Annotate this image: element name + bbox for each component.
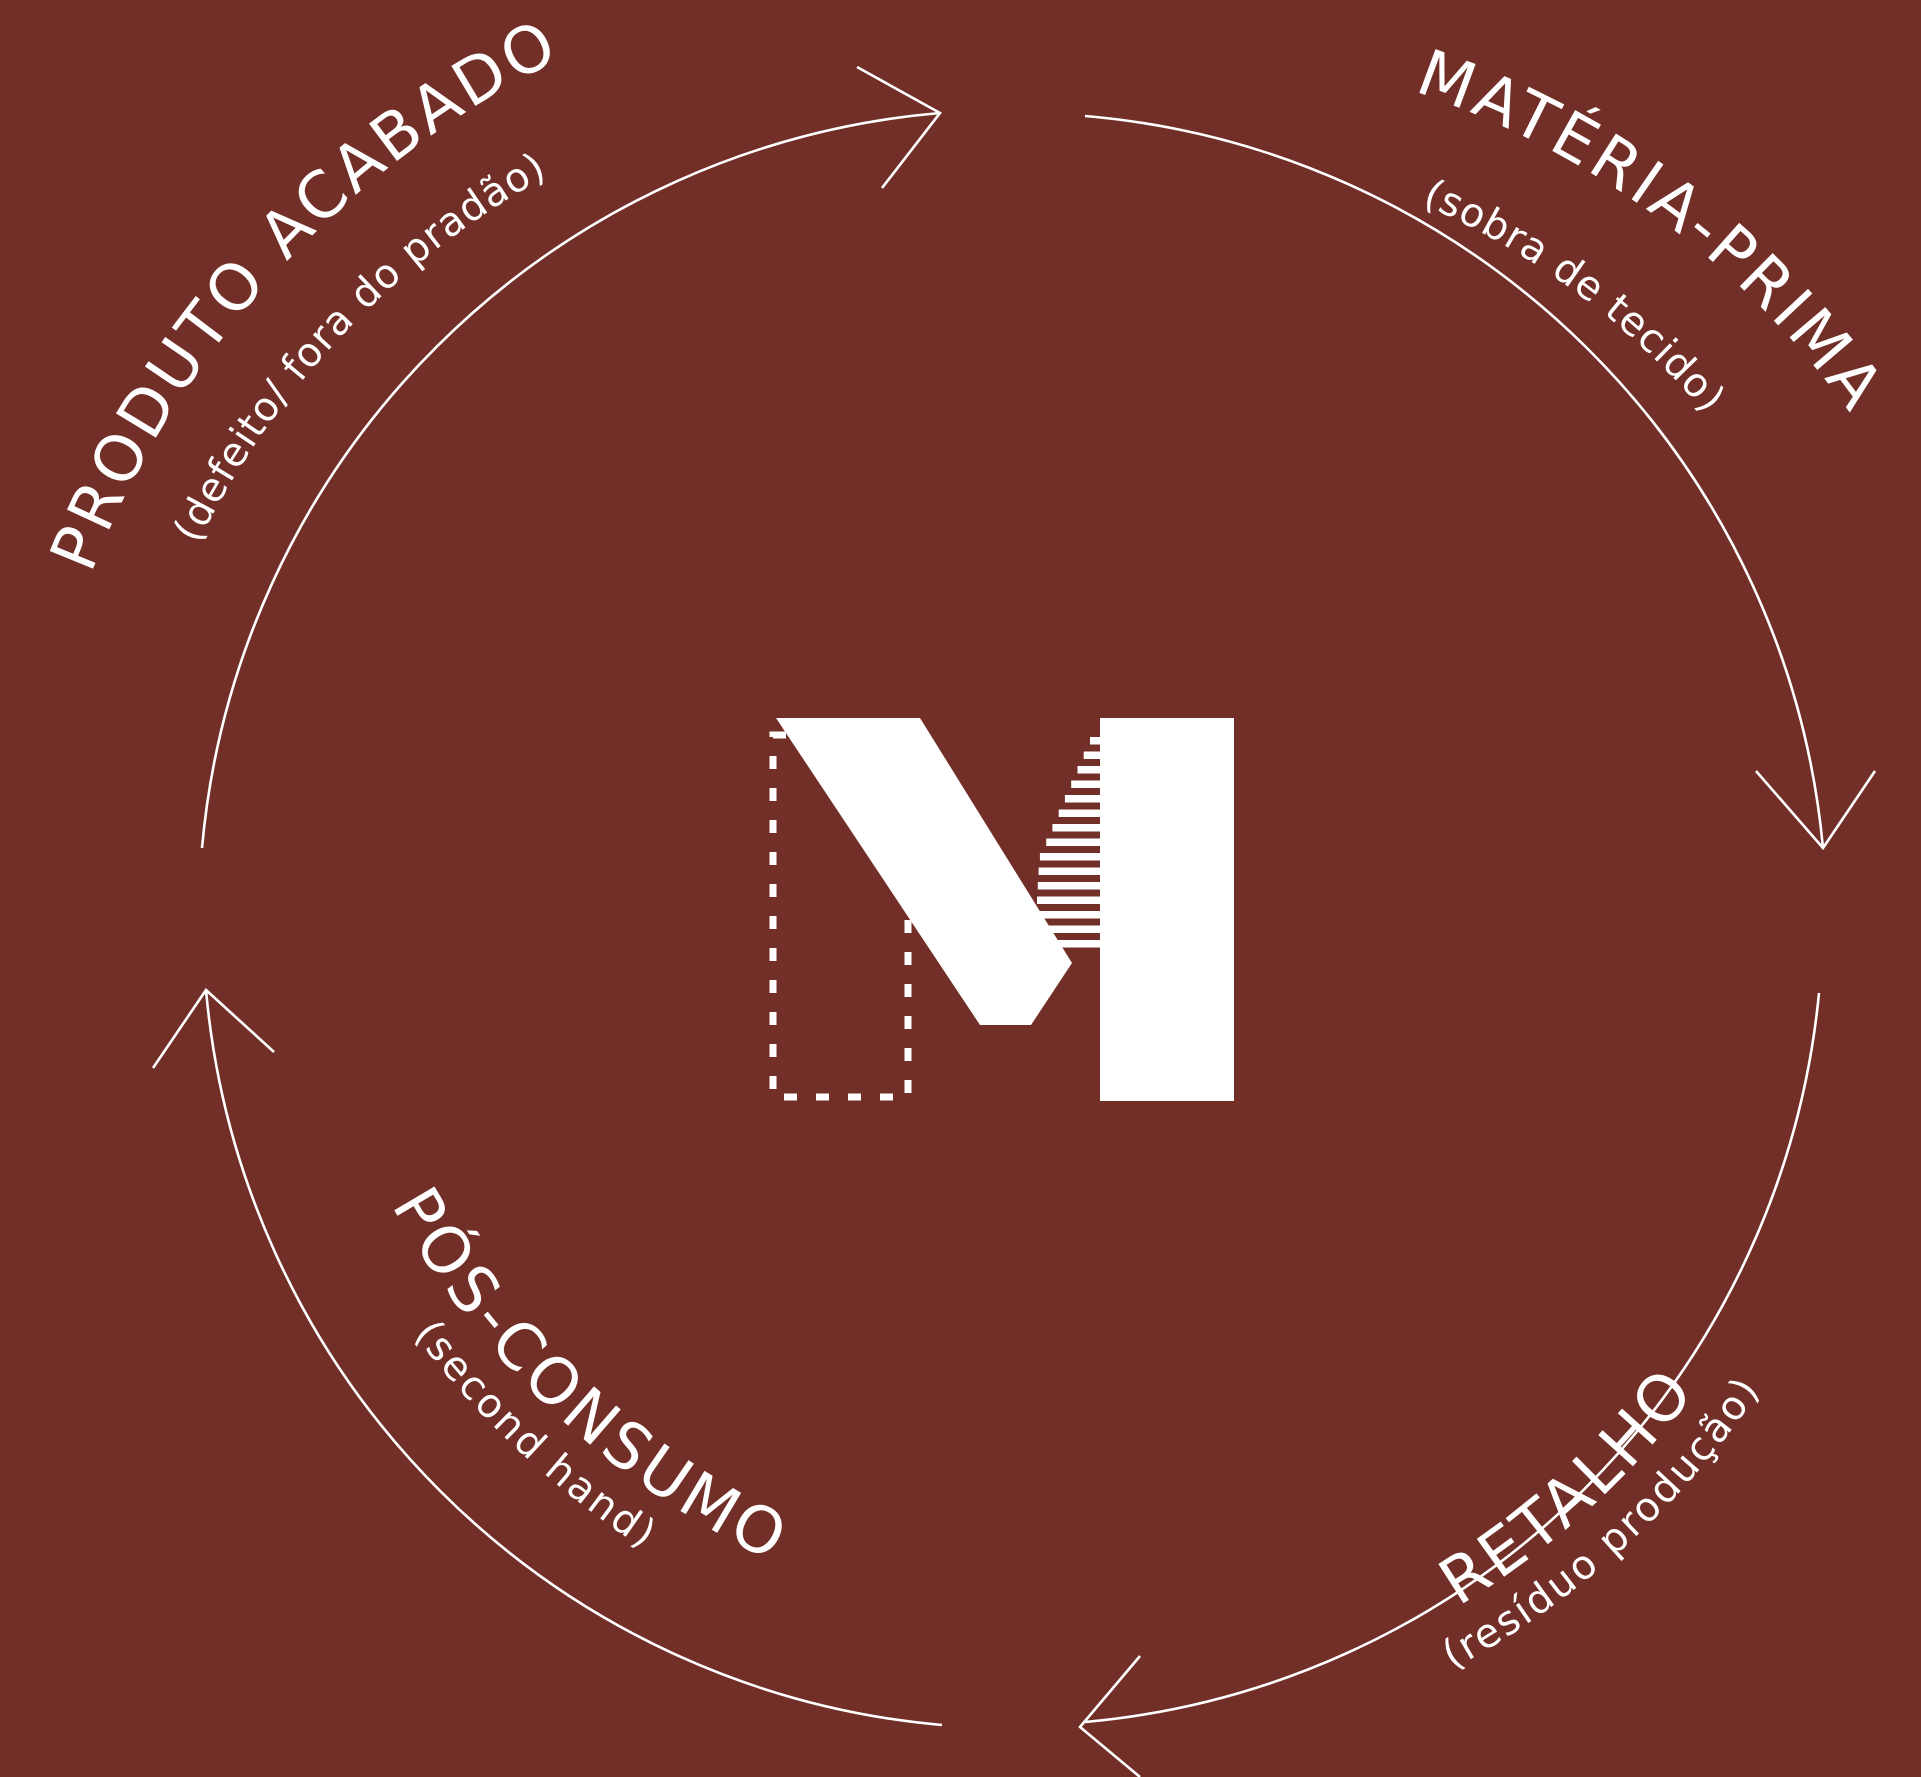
logo-stripe <box>1058 809 1100 817</box>
arrow-down-icon <box>1755 770 1877 851</box>
logo-stripe <box>1036 911 1100 919</box>
arc-pos-consumo-to-produto-acabado <box>204 989 943 1727</box>
logo-stripe <box>1071 780 1100 788</box>
logo-stripe <box>1034 940 1100 948</box>
logo-stripe <box>1039 853 1100 861</box>
logo-stripe <box>1046 838 1100 846</box>
logo-stripe <box>1064 795 1100 803</box>
arc-produto-acabado-to-materia-prima <box>200 111 941 849</box>
logo-stripe <box>1077 766 1100 774</box>
logo-stripe <box>1052 824 1100 832</box>
logo-stripe <box>1035 925 1100 933</box>
stripe-pattern <box>1034 737 1100 948</box>
logo-stripe <box>1038 867 1100 875</box>
logo-stripe <box>1037 896 1100 904</box>
logo-stripe <box>1083 751 1100 759</box>
logo-stripe <box>1090 737 1100 745</box>
arrow-up-icon <box>151 988 275 1069</box>
arc-materia-prima-to-retalho <box>1084 114 1825 849</box>
m-logo-icon <box>769 718 1234 1101</box>
arrow-right-icon <box>856 65 942 189</box>
logo-stripe <box>1037 882 1100 890</box>
arc-retalho-to-pos-consumo <box>1084 992 1821 1724</box>
arrow-left-icon <box>1078 1655 1141 1777</box>
